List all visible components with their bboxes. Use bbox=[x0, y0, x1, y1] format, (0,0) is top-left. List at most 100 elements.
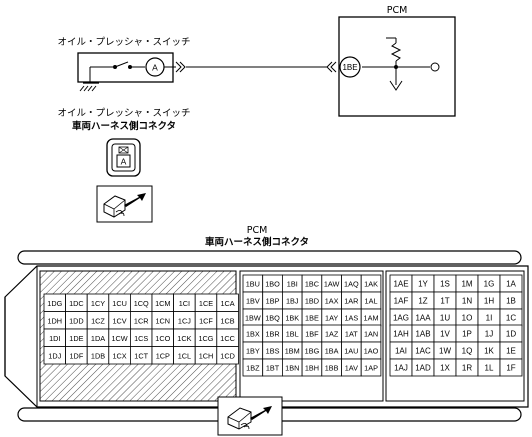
pin-label: 1L bbox=[485, 364, 494, 373]
pin-cell bbox=[499, 358, 523, 377]
connector-caption-line2: 車両ハーネス側コネクタ bbox=[72, 120, 176, 132]
switch-connector-symbol bbox=[175, 61, 186, 73]
pin-label: 1BU bbox=[246, 280, 260, 289]
pin-label: 1W bbox=[439, 347, 451, 356]
pin-label: 1BR bbox=[265, 330, 279, 339]
pin-label: 1BS bbox=[266, 347, 280, 356]
pin-label: 1CL bbox=[178, 351, 191, 360]
pin-label: 1H bbox=[484, 297, 494, 306]
pin-label: 1BX bbox=[246, 330, 260, 339]
pin-label: 1CJ bbox=[178, 316, 191, 325]
switch-pin-label: A bbox=[152, 63, 158, 73]
pin-label: 1BK bbox=[285, 314, 299, 323]
pin-label: 1Z bbox=[418, 297, 427, 306]
pin-label: 1AO bbox=[364, 347, 379, 356]
pin-label: 1CK bbox=[177, 334, 191, 343]
connector-caption-line1: オイル・プレッシャ・スイッチ bbox=[57, 108, 190, 119]
pin-label: 1F bbox=[506, 364, 515, 373]
pin-label: 1AJ bbox=[394, 364, 408, 373]
pcm-box bbox=[338, 16, 456, 117]
pin-label: 1AA bbox=[415, 314, 431, 323]
pin-label: 1CB bbox=[220, 316, 234, 325]
pin-label: 1DB bbox=[91, 351, 105, 360]
pin-label: 1AV bbox=[345, 364, 358, 373]
switch-contact bbox=[90, 61, 145, 69]
pin-label: 1CS bbox=[134, 334, 148, 343]
pin-label: 1CZ bbox=[91, 316, 105, 325]
pin-label: 1BP bbox=[266, 297, 280, 306]
pin-label: 1AP bbox=[364, 364, 378, 373]
pin-label: 1AB bbox=[415, 330, 430, 339]
pin-label: 1AT bbox=[345, 330, 358, 339]
pin-label: 1AU bbox=[344, 347, 358, 356]
pin-label: 1AW bbox=[324, 280, 340, 289]
pin-label: 1AZ bbox=[325, 330, 339, 339]
pin-label: 1M bbox=[461, 280, 472, 289]
pin-label: 1AF bbox=[394, 297, 409, 306]
pin-label: 1BW bbox=[245, 314, 261, 323]
pin-label: 1R bbox=[462, 364, 472, 373]
pin-label: 1AH bbox=[393, 330, 409, 339]
pin-label: 1AE bbox=[393, 280, 408, 289]
pin-label: 1X bbox=[440, 364, 450, 373]
pin-label: 1BZ bbox=[246, 364, 260, 373]
pin-label: 1S bbox=[440, 280, 450, 289]
pin-label: 1BM bbox=[285, 347, 300, 356]
pin-label: 1BO bbox=[265, 280, 280, 289]
pin-label: 1AD bbox=[415, 364, 431, 373]
pin-label: 1T bbox=[440, 297, 449, 306]
pin-label: 1BQ bbox=[265, 314, 280, 323]
pin-label: 1DE bbox=[69, 334, 83, 343]
pin-label: 1U bbox=[440, 314, 450, 323]
pcm-connector-label-line1: PCM bbox=[247, 225, 268, 236]
pin-label: 1K bbox=[484, 347, 494, 356]
pin-label: 1CD bbox=[220, 351, 235, 360]
pin-label: 1CX bbox=[112, 351, 126, 360]
connector-top-rail bbox=[17, 250, 522, 265]
pin-label: 1CT bbox=[134, 351, 148, 360]
pin-label: 1CW bbox=[111, 334, 127, 343]
pin-label: 1O bbox=[462, 314, 473, 323]
pin-label: 1DA bbox=[91, 334, 105, 343]
pin-label: 1CU bbox=[112, 299, 127, 308]
pin-label: 1DG bbox=[47, 299, 62, 308]
pin-label: 1CY bbox=[91, 299, 105, 308]
pin-label: 1P bbox=[462, 330, 472, 339]
pin-label: 1AG bbox=[393, 314, 409, 323]
pin-label: 1AX bbox=[325, 297, 339, 306]
pin-label: 1BN bbox=[285, 364, 299, 373]
pin-label: 1AL bbox=[365, 297, 378, 306]
pull-up-resistor bbox=[386, 37, 402, 69]
pin-label: 1CV bbox=[112, 316, 126, 325]
pin-label: 1BF bbox=[305, 330, 319, 339]
pin-label: 1DC bbox=[69, 299, 84, 308]
pin-cell bbox=[360, 358, 382, 377]
pin-label: 1J bbox=[485, 330, 493, 339]
pin-label: 1CO bbox=[155, 334, 170, 343]
pin-label: 1BL bbox=[286, 330, 299, 339]
view-direction-icon bbox=[96, 185, 153, 223]
pin-label: 1BD bbox=[305, 297, 319, 306]
pin-label: 1AN bbox=[364, 330, 378, 339]
pin-label: 1AS bbox=[344, 314, 358, 323]
pin-label: 1DH bbox=[47, 316, 62, 325]
pin-label: 1N bbox=[462, 297, 472, 306]
pin-label: 1CE bbox=[199, 299, 213, 308]
pin-label: 1BY bbox=[246, 347, 260, 356]
pcm-connector-label-line2: 車両ハーネス側コネクタ bbox=[205, 236, 309, 248]
pin-label: 1BV bbox=[246, 297, 260, 306]
pcm-connector-symbol bbox=[326, 61, 337, 73]
pcm-pin-label: 1BE bbox=[342, 63, 357, 72]
ground-icon bbox=[79, 67, 99, 92]
pin-label: 1I bbox=[486, 314, 493, 323]
pin-label: 1AY bbox=[325, 314, 338, 323]
pin-label: 1DD bbox=[69, 316, 84, 325]
switch-connector-face: A bbox=[106, 138, 141, 177]
pin-label: 1BA bbox=[325, 347, 339, 356]
pin-label: 1E bbox=[506, 347, 516, 356]
pin-cell bbox=[216, 346, 239, 365]
pin-label: 1BH bbox=[305, 364, 319, 373]
